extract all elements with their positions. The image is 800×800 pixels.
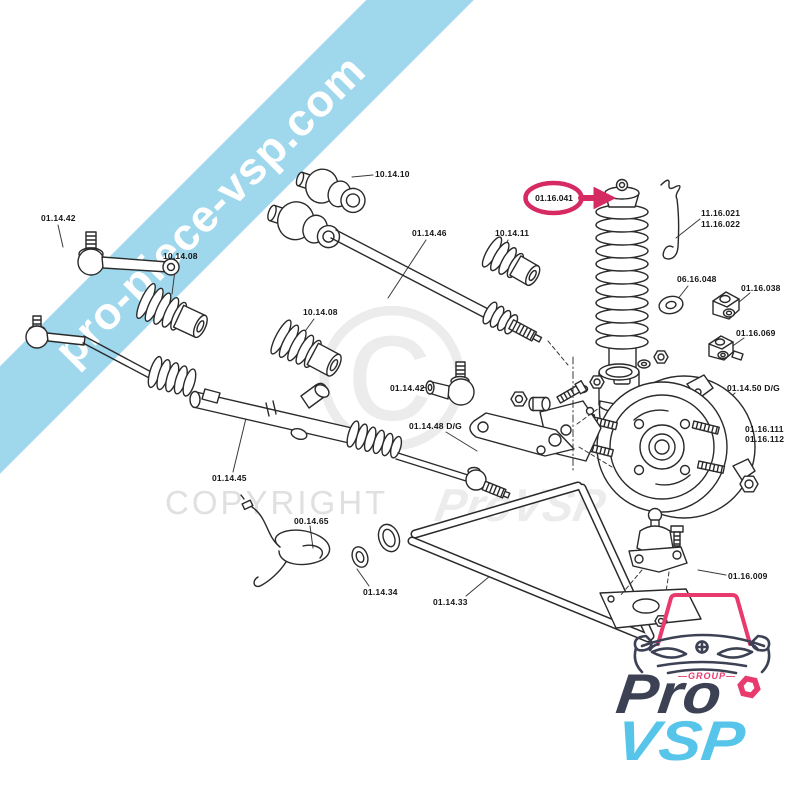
car-outline-icon bbox=[633, 593, 771, 675]
construction-lines bbox=[547, 340, 670, 597]
bracket-upper bbox=[712, 291, 740, 320]
drive-shaft bbox=[267, 201, 543, 343]
cv-boot bbox=[481, 236, 541, 287]
hex-nut-icon bbox=[737, 675, 761, 699]
steering-rack bbox=[25, 315, 511, 499]
retaining-wire bbox=[240, 494, 331, 588]
tie-rod-end-upper-left bbox=[77, 231, 180, 276]
tie-rod-end-center bbox=[425, 361, 475, 406]
highlight-ellipse-and-arrow bbox=[523, 180, 616, 216]
washer bbox=[658, 295, 684, 315]
bracket-lower bbox=[708, 335, 744, 361]
ball-joint bbox=[628, 507, 688, 573]
cv-joint-upper bbox=[295, 168, 366, 214]
provsp-logo: —GROUP— Pro VSP bbox=[612, 582, 798, 782]
caliper-bracket bbox=[469, 391, 602, 462]
logo-group-label: —GROUP— bbox=[678, 671, 737, 681]
steering-boot-left bbox=[136, 282, 208, 339]
hub-and-drum bbox=[556, 350, 759, 519]
steering-boot-center bbox=[270, 319, 342, 377]
shock-absorber bbox=[595, 178, 649, 385]
highlighted-part-number: 01.16.041 bbox=[535, 193, 573, 203]
sway-bar-link bbox=[660, 179, 681, 260]
copyright-text-watermark: COPYRIGHT bbox=[165, 484, 389, 521]
logo-vsp-text: VSP bbox=[612, 709, 749, 772]
control-arm-bushings bbox=[351, 523, 401, 568]
